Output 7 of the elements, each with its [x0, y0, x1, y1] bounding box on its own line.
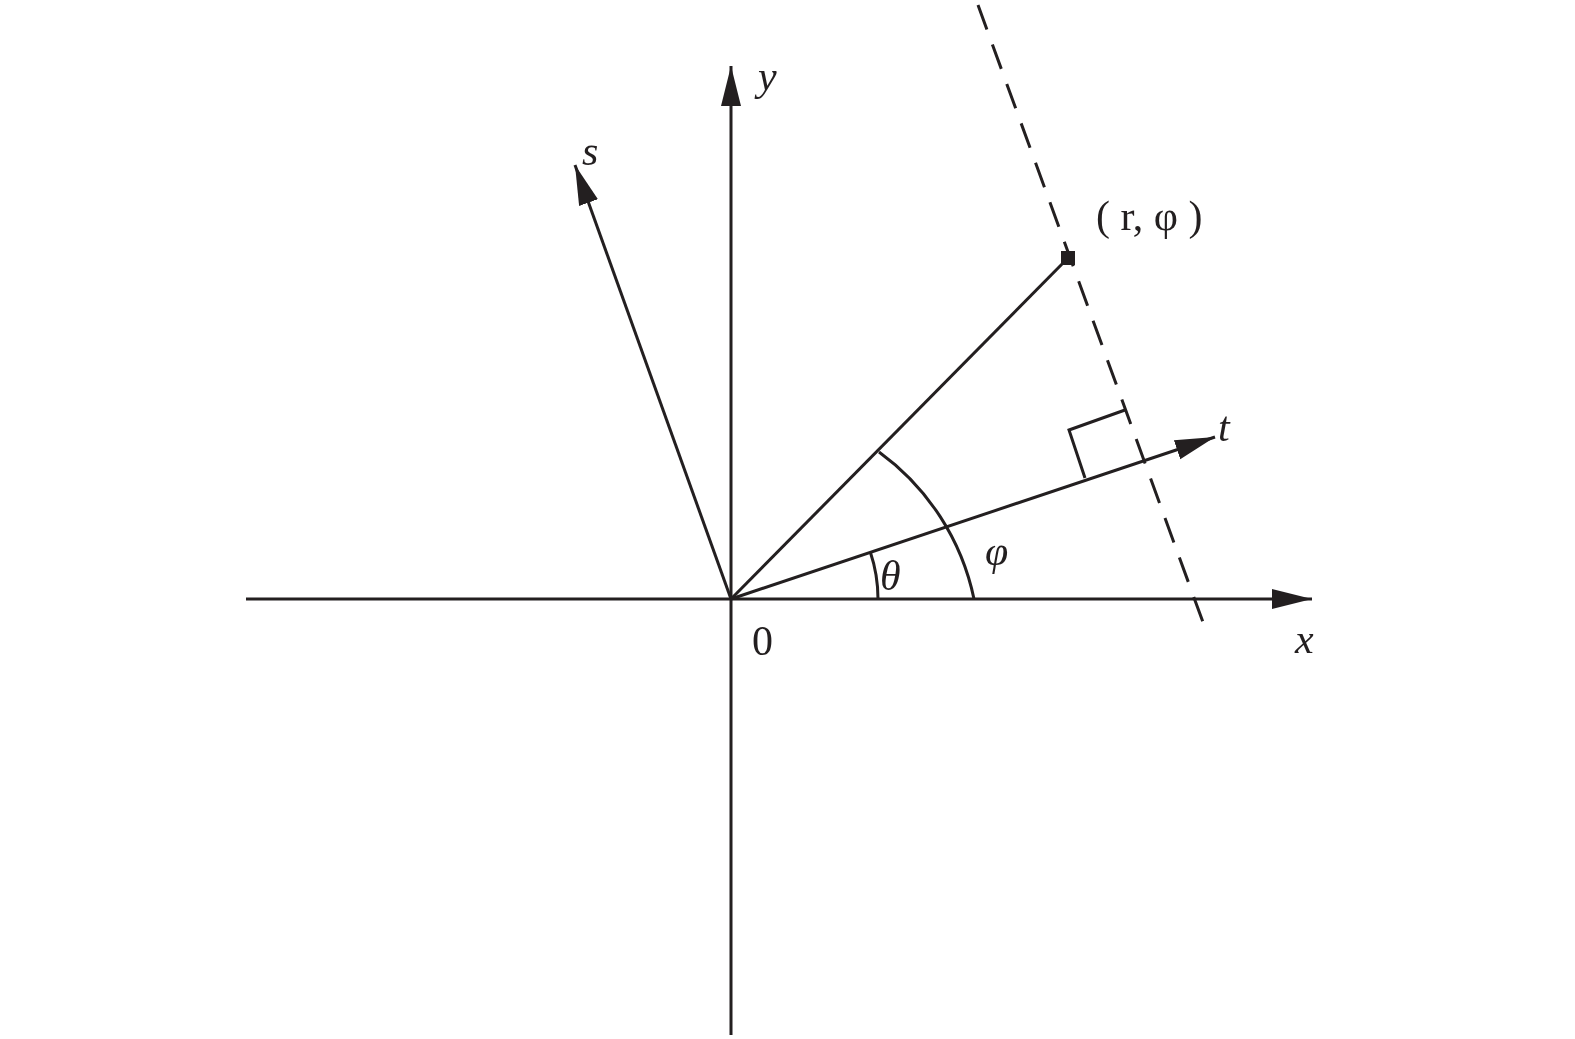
point-label: ( r, φ ) — [1096, 195, 1203, 237]
angle-label: φ — [985, 530, 1009, 572]
axis-label: t — [1218, 406, 1230, 448]
angle-label: θ — [880, 555, 901, 597]
axis-label: x — [1295, 618, 1314, 660]
origin-label: 0 — [752, 620, 773, 662]
axis-label: s — [582, 130, 599, 172]
